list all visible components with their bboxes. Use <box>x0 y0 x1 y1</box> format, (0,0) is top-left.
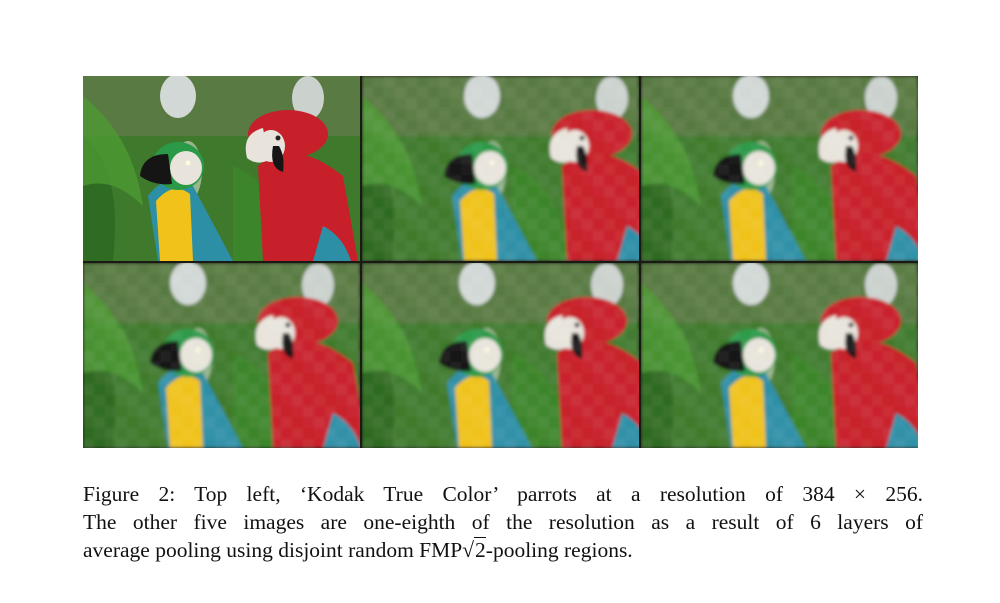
parrots-pooled-image-1 <box>362 76 639 261</box>
parrots-pooled-image-2 <box>641 76 918 261</box>
parrots-pooled-image-4 <box>362 263 639 448</box>
parrots-pooled-image-3 <box>83 263 360 448</box>
figure-caption: Figure 2: Top left, ‘Kodak True Color’ p… <box>83 480 923 564</box>
sqrt-symbol: √2 <box>462 536 486 564</box>
caption-line-3: average pooling using disjoint random FM… <box>83 536 923 564</box>
caption-line-2: The other five images are one-eighth of … <box>83 510 923 534</box>
radical-sign: √ <box>462 538 475 562</box>
parrots-pooled-image-5 <box>641 263 918 448</box>
radicand: 2 <box>474 537 486 562</box>
parrots-original-image <box>83 76 360 261</box>
caption-line-3-end: -pooling regions. <box>485 538 633 562</box>
caption-line-1: Figure 2: Top left, ‘Kodak True Color’ p… <box>83 482 923 506</box>
parrots-figure <box>83 76 918 448</box>
caption-line-3-start: average pooling using disjoint random FM… <box>83 538 463 562</box>
